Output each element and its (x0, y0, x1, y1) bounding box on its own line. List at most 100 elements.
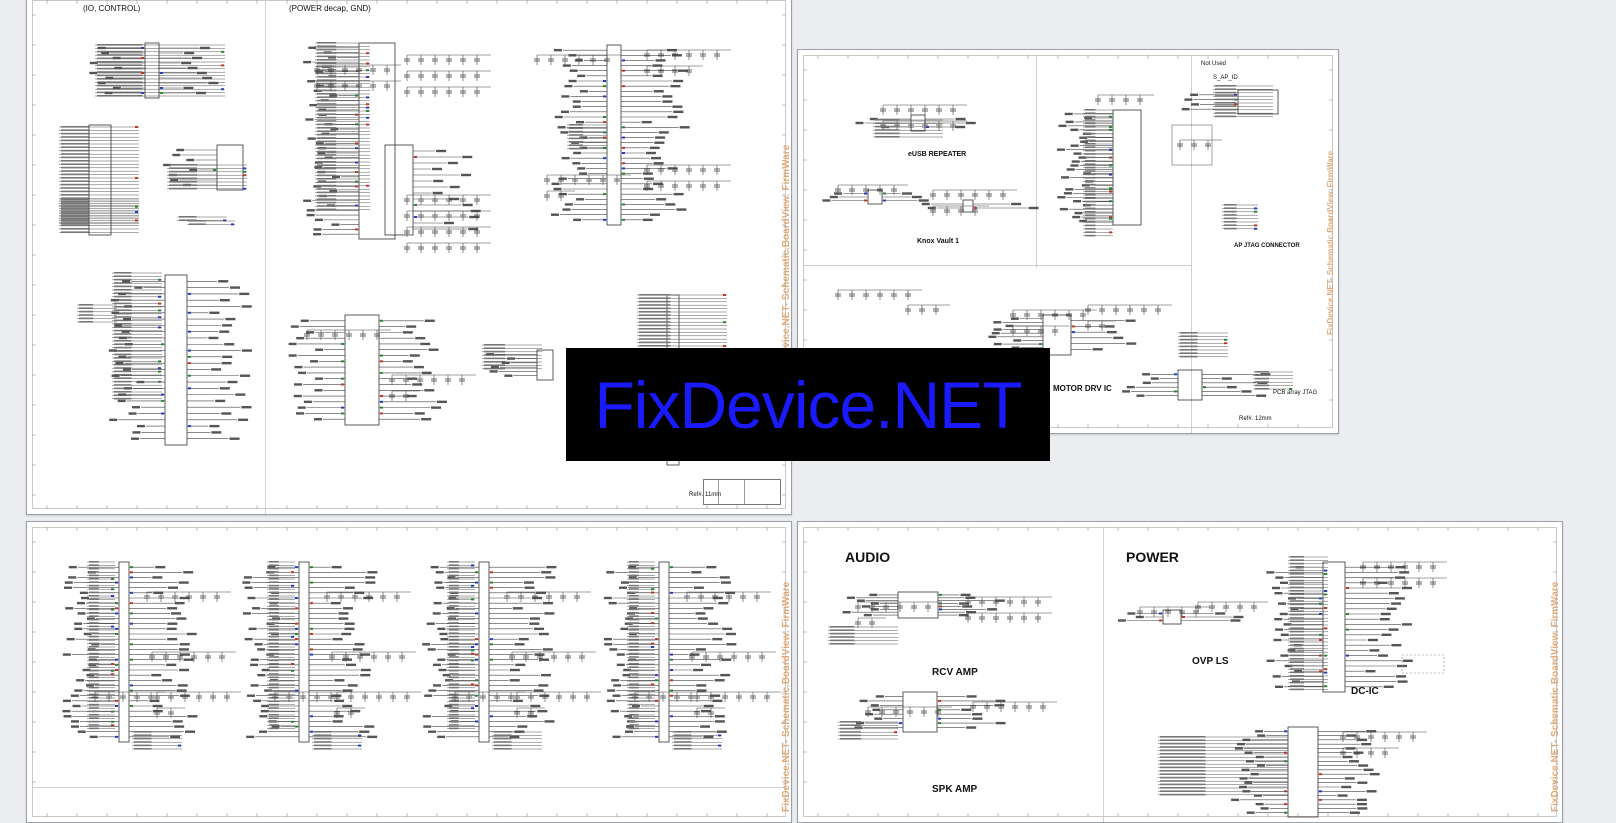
passive-components (534, 54, 621, 65)
net-bus (1178, 332, 1228, 358)
ic-symbol (842, 591, 1005, 619)
schematic-sheet-audio-power[interactable]: AUDIO POWER RCV AMP SPK AMP OVP LS DC-IC… (797, 521, 1563, 823)
net-bus (167, 164, 247, 190)
banner-text: FixDevice.NET (594, 367, 1022, 442)
net-bus (59, 199, 139, 225)
passive-components (1195, 601, 1268, 612)
passive-components (154, 691, 241, 718)
watermark-text: FixDevice.NET- Schematic.BoardView. Firm… (781, 581, 792, 812)
net-bus (492, 731, 542, 750)
ic-symbol (1231, 726, 1380, 818)
ic-symbol (822, 189, 929, 205)
ic-symbol (89, 42, 219, 99)
eusb-repeater-label: eUSB REPEATER (908, 151, 967, 158)
passive-components (1340, 731, 1427, 758)
sheet-divider (265, 0, 266, 514)
passive-components (865, 706, 952, 717)
reference-label: Ref#. 11mm (689, 492, 722, 498)
net-bus (838, 721, 898, 740)
net-bus (1253, 371, 1293, 390)
ic-symbol (1117, 609, 1244, 625)
passive-components (644, 164, 731, 191)
passive-components (1360, 561, 1447, 588)
ic-symbol (921, 199, 1039, 213)
ic-symbol (486, 349, 554, 381)
passive-components (694, 691, 781, 718)
ic-symbol (88, 124, 112, 236)
sheet-divider (32, 787, 786, 788)
motor-drv-ic-label: MOTOR DRV IC (1053, 384, 1112, 393)
passive-components (272, 691, 345, 702)
net-bus (187, 220, 235, 226)
passive-components (144, 591, 231, 602)
passive-components (404, 54, 491, 97)
sheet-border (32, 0, 786, 509)
reference-label: Ref#. 12mm (1239, 416, 1272, 422)
sheet-border (803, 55, 1333, 428)
passive-components (404, 194, 491, 253)
ic-symbol (854, 691, 1006, 733)
section-header-io-control: (IO, CONTROL) (83, 4, 141, 13)
schematic-sheet-io-control[interactable]: (IO, CONTROL) (POWER decap, GND) Ref#. 1… (26, 0, 792, 515)
audio-section-title: AUDIO (845, 549, 891, 565)
rcv-amp-label: RCV AMP (932, 667, 978, 678)
schematic-sheet-connectors[interactable]: FixDevice.NET- Schematic.BoardView. Firm… (26, 521, 792, 823)
passive-components (544, 174, 631, 201)
watermark-banner: FixDevice.NET (566, 348, 1050, 461)
passive-components (689, 651, 776, 662)
ic-symbol (108, 274, 253, 446)
net-bus (112, 272, 162, 400)
passive-components (684, 591, 771, 602)
net-bus (627, 561, 655, 730)
passive-components (92, 691, 165, 702)
passive-components (329, 651, 416, 662)
ic-symbol (855, 114, 976, 132)
net-bus (1222, 204, 1258, 230)
passive-components (644, 49, 731, 76)
net-bus (1083, 109, 1113, 237)
schematic-drawing (32, 527, 786, 817)
sheet-divider (803, 265, 1191, 266)
net-bus (482, 344, 542, 370)
passive-components (504, 591, 591, 602)
passive-components (835, 289, 922, 300)
passive-components (1137, 606, 1210, 617)
ic-symbol (288, 314, 447, 426)
watermark-text: FixDevice.NET- Schematic.BoardView. Firm… (1550, 581, 1561, 812)
passive-components (632, 691, 705, 702)
ic-symbol (1122, 369, 1271, 401)
pcb-array-jtag-label: PCB array JTAG (1273, 390, 1318, 396)
net-bus (312, 731, 362, 750)
passive-components (1085, 304, 1172, 331)
s-ap-id-label: S_AP_ID (1213, 75, 1238, 81)
ic-symbol (603, 561, 737, 743)
schematic-drawing (803, 55, 1333, 428)
net-bus (59, 126, 139, 233)
knox-vault-label: Knox Vault 1 (917, 238, 960, 245)
net-bus (873, 119, 943, 138)
passive-components (452, 691, 525, 702)
net-bus (267, 561, 295, 730)
net-bus (1213, 85, 1273, 118)
schematic-drawing (803, 527, 1557, 818)
net-bus (567, 124, 607, 150)
passive-components (334, 691, 421, 718)
frame-ticks (32, 527, 786, 817)
ic-symbol (62, 561, 198, 743)
passive-components (314, 64, 401, 91)
net-bus (77, 304, 117, 323)
not-used-label: Not Used (1201, 61, 1227, 67)
dc-ic-label: DC-IC (1351, 686, 1379, 697)
net-bus (1288, 556, 1328, 691)
net-bus (132, 731, 182, 750)
spk-amp-label: SPK AMP (932, 784, 978, 795)
passive-components (970, 701, 1057, 712)
passive-components (324, 591, 411, 602)
passive-components (509, 651, 596, 662)
ic-symbol (384, 144, 481, 236)
sheet-divider (1036, 55, 1037, 268)
power-section-title: POWER (1126, 549, 1179, 565)
section-header-power-decap: (POWER decap, GND) (289, 4, 371, 13)
sheet-divider (1103, 527, 1104, 822)
sheet-divider (1191, 55, 1192, 433)
